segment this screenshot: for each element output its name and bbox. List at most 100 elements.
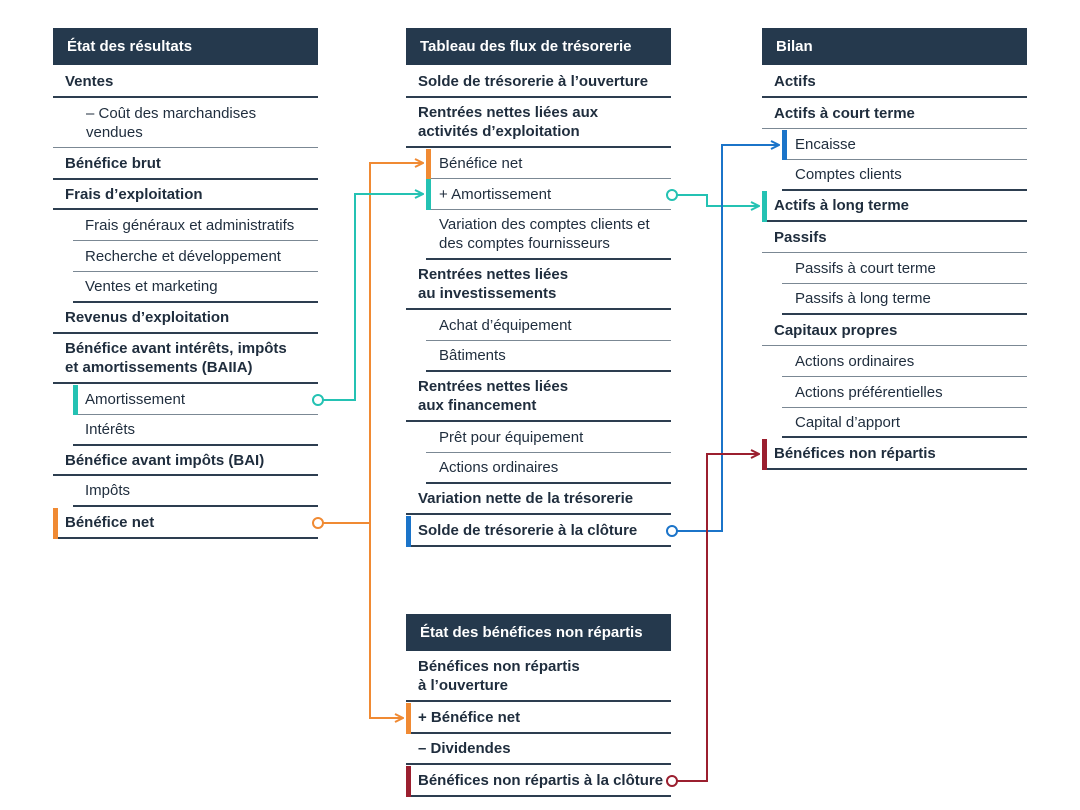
row-label: Recherche et développement	[85, 247, 281, 265]
balance-row-common-shares: Actions ordinaires	[782, 346, 1027, 377]
row-label: Intérêts	[85, 421, 136, 438]
cashflow-row-closing-cash: Solde de trésorerie à la clôture	[406, 515, 671, 547]
row-label: Variation nette de la trésorerie	[418, 490, 634, 507]
retained-row-closing: Bénéfices non répartis à la clôture	[406, 765, 671, 797]
re-net-income-marker	[406, 703, 411, 734]
retained-row-dividends: – Dividendes	[406, 734, 671, 765]
row-label: Actions ordinaires	[795, 352, 915, 370]
balance-row-long-term-assets: Actifs à long terme	[762, 191, 1027, 222]
row-label: Frais généraux et administratifs	[85, 216, 295, 234]
row-label: Rentrées nettes liées aux activités d’ex…	[418, 104, 599, 140]
balance-row-long-term-liabilities: Passifs à long terme	[782, 284, 1027, 315]
balance-row-receivables: Comptes clients	[782, 160, 1027, 191]
cashflow-row-net-income: Bénéfice net	[426, 148, 671, 179]
row-label: Frais d’exploitation	[65, 185, 203, 203]
cashflow-row-equipment: Achat d’équipement	[426, 310, 671, 341]
income-row-ga: Frais généraux et administratifs	[73, 210, 318, 241]
row-label: Solde de trésorerie à l’ouverture	[418, 72, 649, 90]
cf-depreciation-marker	[426, 179, 431, 210]
cashflow-row-investing: Rentrées nettes liées au investissements	[406, 260, 671, 310]
row-label: Bâtiments	[439, 347, 506, 364]
balance-row-current-assets: Actifs à court terme	[762, 98, 1027, 129]
cashflow-row-ar-ap: Variation des comptes clients et des com…	[426, 210, 671, 260]
row-label: + Amortissement	[439, 185, 552, 203]
row-label: Rentrées nettes liées aux financement	[418, 378, 569, 414]
balance-sheet-header: Bilan	[762, 28, 1027, 65]
balance-row-assets: Actifs	[762, 66, 1027, 98]
retained-row-net-income: + Bénéfice net	[406, 702, 671, 734]
row-label: Actifs à court terme	[774, 104, 915, 122]
balance-row-retained-earnings: Bénéfices non répartis	[762, 438, 1027, 470]
row-label: Rentrées nettes liées au investissements	[418, 266, 569, 302]
cashflow-header: Tableau des flux de trésorerie	[406, 28, 671, 65]
row-label: Prêt pour équipement	[439, 428, 584, 446]
balance-row-equity: Capitaux propres	[762, 315, 1027, 346]
income-row-rd: Recherche et développement	[73, 241, 318, 272]
income-row-operating-income: Revenus d’exploitation	[53, 303, 318, 334]
row-label: Actifs à long terme	[774, 197, 910, 214]
row-label: Bénéfice avant intérêts, impôts et amort…	[65, 340, 287, 376]
cashflow-row-financing: Rentrées nettes liées aux financement	[406, 372, 671, 422]
income-row-ebitda: Bénéfice avant intérêts, impôts et amort…	[53, 334, 318, 384]
row-label: Actions préférentielles	[795, 383, 943, 401]
row-label: Ventes et marketing	[85, 278, 218, 295]
balance-row-contributed-capital: Capital d’apport	[782, 408, 1027, 438]
row-label: Revenus d’exploitation	[65, 309, 230, 326]
re-closing-marker	[406, 766, 411, 797]
row-label: Passifs	[774, 228, 827, 246]
depreciation-connector	[312, 189, 759, 406]
cashflow-row-opening-cash: Solde de trésorerie à l’ouverture	[406, 66, 671, 98]
row-label: Bénéfices non répartis	[774, 444, 936, 462]
row-label: Impôts	[85, 482, 131, 499]
income-row-ebt: Bénéfice avant impôts (BAI)	[53, 446, 318, 476]
income-row-taxes: Impôts	[73, 476, 318, 507]
retained-earnings-connector	[666, 454, 759, 787]
row-label: Passifs à court terme	[795, 259, 936, 277]
row-label: Bénéfice brut	[65, 154, 161, 172]
row-label: Capitaux propres	[774, 321, 898, 339]
row-label: Amortissement	[85, 390, 186, 408]
cashflow-row-operating: Rentrées nettes liées aux activités d’ex…	[406, 98, 671, 148]
cash-marker	[782, 130, 787, 160]
income-row-cogs: – Coût des marchandises vendues	[53, 98, 318, 148]
row-label: Bénéfice net	[439, 154, 523, 172]
row-label: Achat d’équipement	[439, 316, 572, 334]
balance-row-cash: Encaisse	[782, 129, 1027, 160]
net-income-marker	[53, 508, 58, 539]
row-label: Bénéfice net	[65, 513, 155, 531]
row-label: – Dividendes	[418, 740, 511, 757]
income-row-operating-expenses: Frais d’exploitation	[53, 180, 318, 210]
closing-cash-marker	[406, 516, 411, 547]
income-row-sales-marketing: Ventes et marketing	[73, 272, 318, 303]
row-label: Bénéfice avant impôts (BAI)	[65, 451, 265, 469]
balance-row-current-liabilities: Passifs à court terme	[782, 253, 1027, 284]
row-label: Bénéfices non répartis à la clôture	[418, 771, 664, 789]
row-label: Bénéfices non répartis à l’ouverture	[418, 658, 580, 694]
income-statement-title: État des résultats	[67, 38, 193, 55]
row-label: + Bénéfice net	[418, 708, 521, 726]
balance-row-preferred-shares: Actions préférentielles	[782, 377, 1027, 408]
row-label: Solde de trésorerie à la clôture	[418, 521, 638, 539]
row-label: Actions ordinaires	[439, 459, 559, 476]
closing-cash-connector	[666, 145, 779, 537]
row-label: Comptes clients	[795, 166, 902, 183]
cashflow-row-equipment-loan: Prêt pour équipement	[426, 422, 671, 453]
income-row-interest: Intérêts	[73, 415, 318, 446]
depreciation-marker	[73, 385, 78, 415]
balance-retained-marker	[762, 439, 767, 470]
row-label: Passifs à long terme	[795, 290, 931, 307]
cashflow-row-net-change: Variation nette de la trésorerie	[406, 484, 671, 515]
income-statement-header: État des résultats	[53, 28, 318, 65]
row-label: Encaisse	[795, 135, 856, 153]
net-income-connector	[312, 163, 423, 718]
retained-earnings-title: État des bénéfices non répartis	[420, 624, 643, 641]
retained-row-opening: Bénéfices non répartis à l’ouverture	[406, 652, 671, 702]
long-term-assets-marker	[762, 191, 767, 222]
income-row-ventes: Ventes	[53, 66, 318, 98]
cashflow-row-common-shares: Actions ordinaires	[426, 453, 671, 484]
cashflow-row-depreciation: + Amortissement	[426, 179, 671, 210]
cashflow-row-buildings: Bâtiments	[426, 341, 671, 372]
row-label: Capital d’apport	[795, 413, 901, 431]
cashflow-title: Tableau des flux de trésorerie	[420, 38, 632, 55]
